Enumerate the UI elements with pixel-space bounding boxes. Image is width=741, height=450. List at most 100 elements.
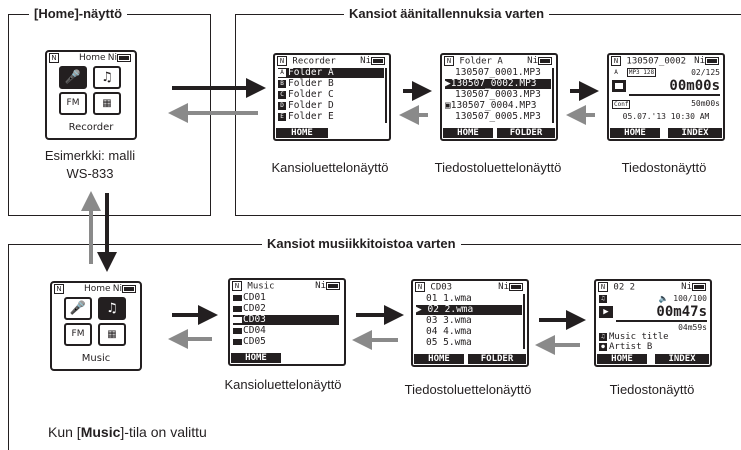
rec-mode-badge: Conf — [612, 99, 631, 109]
music-section-title: Kansiot musiikkitoistoa varten — [262, 237, 461, 251]
n-icon: N — [232, 281, 242, 291]
progress-bar — [616, 320, 707, 322]
status-bar: N Home Ni — [54, 284, 138, 294]
scrollbar[interactable] — [385, 68, 387, 123]
format-badge: MP3 128 — [626, 68, 657, 77]
file-row[interactable]: 130507_0001.MP3 — [455, 67, 541, 78]
music-note-icon[interactable]: ♫ — [93, 66, 121, 89]
recording-section-title: Kansiot äänitallennuksia varten — [344, 7, 550, 21]
folder-softkey[interactable]: FOLDER — [468, 354, 526, 364]
folder-icon — [233, 294, 242, 301]
index-softkey[interactable]: INDEX — [668, 128, 722, 138]
screen-title: 130507_0002 — [626, 56, 687, 67]
music-mode-footnote: Kun [Music]-tila on valittu — [48, 424, 207, 440]
file-length: 50m00s — [691, 99, 720, 108]
file-row[interactable]: 01 1.wma — [426, 293, 472, 304]
folder-letter-icon: C — [278, 90, 286, 99]
folder-icon — [233, 338, 242, 345]
music-folder-caption: Kansioluettelonäyttö — [224, 377, 342, 392]
softkey-bar: HOME — [231, 353, 343, 363]
music-folder-list-screen: N Music Ni CD01 CD02 CD03 CD04 CD05 HOME — [228, 278, 346, 366]
battery-indicator: Ni — [681, 282, 706, 292]
n-icon: N — [277, 56, 287, 66]
stop-icon — [612, 80, 626, 92]
screen-title: Recorder — [292, 56, 336, 67]
folder-row[interactable]: CD04 — [233, 326, 339, 336]
recorder-mic-icon[interactable]: 🎤 — [64, 297, 92, 320]
file-row[interactable]: ▶130507_0002.MP3 — [445, 79, 551, 89]
folder-icon — [233, 327, 242, 334]
track-counter: 02/125 — [691, 68, 720, 77]
scrollbar[interactable] — [523, 294, 525, 349]
home-softkey[interactable]: HOME — [443, 128, 493, 138]
recorder-mic-icon[interactable]: 🎤 — [59, 66, 87, 89]
home-screen-music: N Home Ni 🎤 ♫ FM ▦ Music — [50, 281, 142, 371]
home-softkey[interactable]: HOME — [276, 128, 328, 138]
screen-title: Music — [247, 281, 275, 292]
progress-bar — [629, 94, 720, 96]
home-softkey[interactable]: HOME — [610, 128, 660, 138]
recording-date: 05.07.'13 10:30 AM — [622, 112, 710, 121]
rec-file-screen-caption: Tiedostonäyttö — [621, 160, 707, 175]
music-note-icon[interactable]: ♫ — [98, 297, 126, 320]
folder-icon — [233, 316, 242, 323]
rec-folder-caption: Kansioluettelonäyttö — [271, 160, 389, 175]
file-row[interactable]: 130507_0003.MP3 — [455, 89, 541, 100]
softkey-bar: HOME FOLDER — [443, 128, 555, 138]
folder-softkey[interactable]: FOLDER — [497, 128, 555, 138]
battery-indicator: Ni — [360, 56, 385, 66]
home-mode-label: Music — [81, 353, 111, 364]
home-section-title: [Home]-näyttö — [29, 7, 128, 21]
softkey-bar: HOME FOLDER — [414, 354, 526, 364]
battery-indicator: Ni — [527, 56, 552, 66]
music-file-list-caption: Tiedostoluettelonäyttö — [404, 382, 532, 397]
status-bar: N Folder A Ni — [444, 56, 554, 67]
folder-icon — [233, 305, 242, 312]
fm-radio-icon[interactable]: FM — [64, 323, 92, 346]
home-mode-label: Recorder — [68, 122, 114, 133]
n-icon: N — [611, 56, 621, 66]
folder-row[interactable]: CD05 — [233, 337, 339, 347]
home-caption-line2: WS-833 — [66, 166, 114, 181]
folder-row[interactable]: CD03 — [233, 315, 339, 325]
folder-row[interactable]: CD02 — [233, 304, 339, 314]
file-row[interactable]: 05 5.wma — [426, 337, 472, 348]
rec-file-screen: N 130507_0002 Ni A MP3 128 02/125 00m00s… — [607, 53, 725, 141]
n-icon: N — [49, 53, 59, 63]
battery-indicator: Ni — [108, 53, 131, 63]
screen-title: CD03 — [430, 282, 453, 293]
battery-indicator: Ni — [315, 281, 340, 291]
home-softkey[interactable]: HOME — [231, 353, 281, 363]
battery-icon — [122, 284, 136, 293]
artist-icon: ● — [599, 342, 607, 351]
play-icon: ▶ — [416, 304, 422, 315]
index-softkey[interactable]: INDEX — [655, 354, 709, 364]
elapsed-time: 00m00s — [669, 78, 720, 94]
file-row[interactable]: 03 3.wma — [426, 315, 472, 326]
file-row[interactable]: 130507_0005.MP3 — [455, 111, 541, 122]
status-bar: N Recorder Ni — [277, 56, 387, 67]
home-softkey[interactable]: HOME — [597, 354, 647, 364]
file-row[interactable]: 04 4.wma — [426, 326, 472, 337]
file-row[interactable]: ▶ 02 2.wma — [416, 305, 522, 315]
calendar-icon[interactable]: ▦ — [98, 323, 126, 346]
home-title: Home — [79, 53, 106, 63]
music-title-icon: ♫ — [599, 332, 607, 341]
fm-radio-icon[interactable]: FM — [59, 92, 87, 115]
artist-row: ●Artist B — [599, 342, 652, 352]
n-icon: N — [415, 282, 425, 292]
file-row[interactable]: ▣130507_0004.MP3 — [445, 100, 537, 111]
calendar-icon[interactable]: ▦ — [93, 92, 121, 115]
home-softkey[interactable]: HOME — [414, 354, 464, 364]
battery-icon — [705, 56, 719, 65]
screen-title: Folder A — [459, 56, 503, 67]
scrollbar[interactable] — [552, 68, 554, 123]
folder-row[interactable]: CD01 — [233, 293, 339, 303]
music-file-screen-caption: Tiedostonäyttö — [609, 382, 695, 397]
